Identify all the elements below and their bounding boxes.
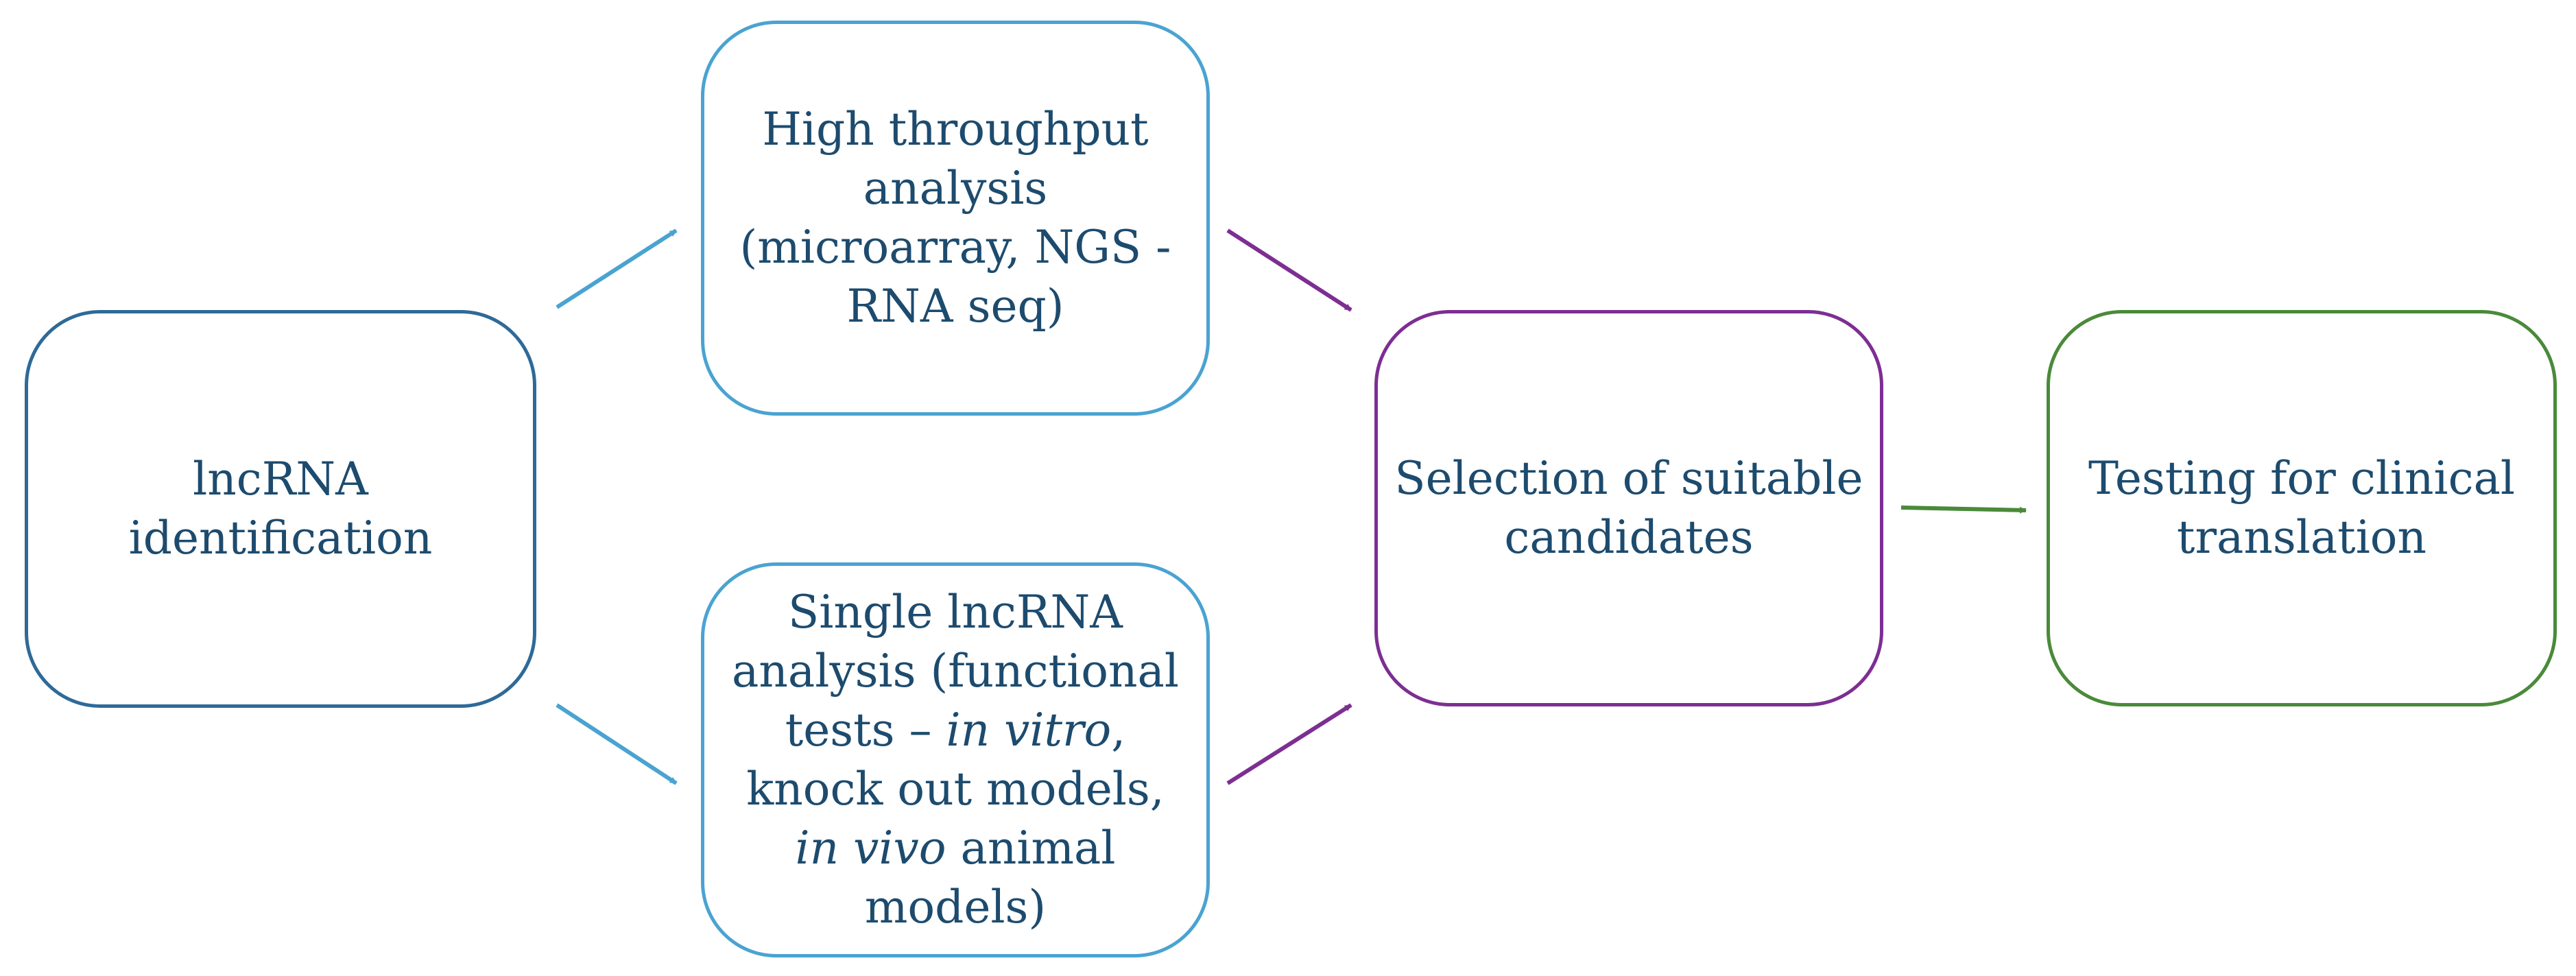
single-line-6: models) [864,881,1047,933]
arrow-single-to-selection [1226,703,1352,785]
selection-of-candidates-box: Selection of suitable candidates [1374,310,1883,706]
testing-line-2: translation [2176,511,2427,564]
testing-clinical-translation-box: Testing for clinical translation [2047,310,2557,706]
lnc-line-1: lncRNA [193,453,368,505]
testing-line-1: Testing for clinical [2088,452,2516,505]
high-line-1: High throughput [762,103,1149,156]
single-lncrna-analysis-box: Single lncRNA analysis (functional tests… [701,562,1210,957]
arrow-high-to-selection [1226,228,1352,312]
selection-line-1: Selection of suitable [1394,452,1863,505]
single-line-3-italic: in vitro [946,704,1112,757]
high-line-2: analysis [863,162,1048,215]
single-line-5: in vivo animal [732,819,1179,878]
high-line-3: (microarray, NGS - [739,221,1171,274]
single-line-3-c: , [1111,704,1126,757]
lnc-line-2: identification [128,512,433,564]
single-line-3-a: tests – [785,704,946,757]
high-throughput-analysis-box: High throughput analysis (microarray, NG… [701,21,1210,416]
selection-line-2: candidates [1504,511,1754,564]
single-line-3: tests – in vitro, [732,701,1179,760]
arrow-lnc-to-high [556,228,678,309]
single-line-4: knock out models, [746,763,1165,816]
arrow-selection-to-testing [1900,505,2027,514]
high-line-4: RNA seq) [846,280,1064,333]
single-line-5-italic: in vivo [795,822,946,874]
arrow-lnc-to-single [556,703,678,785]
lncrna-identification-box: lncRNA identification [25,310,536,708]
single-line-5-b: animal [946,822,1116,874]
single-line-2: analysis (functional [732,645,1179,698]
single-line-1: Single lncRNA [788,586,1123,639]
